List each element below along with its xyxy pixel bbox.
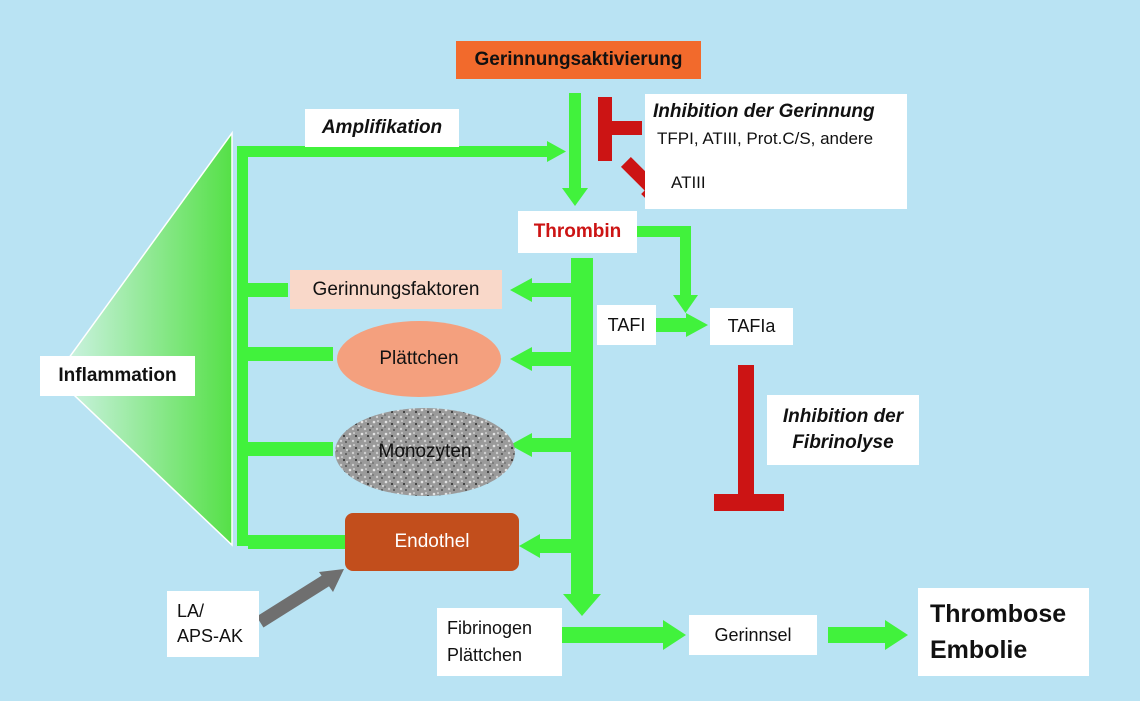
gerinnsel-to-thrombose-arrow (828, 620, 908, 650)
monozyten-node: Monozyten (335, 408, 515, 496)
gerinnsel-label: Gerinnsel (714, 624, 792, 645)
thrombose-label: Thrombose (930, 600, 1067, 628)
inhibition-fibrinolysis-tbar (714, 365, 784, 511)
fibrinogen-plaettchen-label: Plättchen (447, 645, 523, 665)
plaettchen-node: Plättchen (337, 321, 501, 397)
aps-ak-arrow (256, 569, 344, 628)
la-label: LA/ (177, 601, 205, 621)
thrombin-box: Thrombin (518, 211, 637, 253)
inflammation-triangle (54, 130, 233, 547)
inflammation-label: Inflammation (58, 365, 177, 386)
plaettchen-label: Plättchen (379, 348, 459, 369)
fibrinogen-label: Fibrinogen (447, 618, 533, 638)
activation-to-thrombin-arrow (562, 93, 588, 206)
endothel-label: Endothel (394, 531, 470, 552)
gerinnungsaktivierung-box: Gerinnungsaktivierung (456, 41, 701, 79)
inhibition-fibrinolysis-box: Inhibition der Fibrinolyse (767, 395, 919, 465)
inhibition-fibrinolysis-line2: Fibrinolyse (792, 432, 894, 453)
endothel-box: Endothel (345, 513, 519, 571)
amplifikation-label: Amplifikation (321, 117, 443, 138)
monozyten-ellipse (335, 408, 515, 496)
inhibition-coagulation-title: Inhibition der Gerinnung (653, 101, 875, 122)
gerinnungsfaktoren-box: Gerinnungsfaktoren (290, 270, 502, 309)
inflammation-box: Inflammation (40, 356, 195, 396)
la-aps-ak-box: LA/ APS-AK (167, 591, 259, 657)
inhibition-coagulation-agents: TFPI, ATIII, Prot.C/S, andere (657, 129, 874, 148)
gerinnungsfaktoren-label: Gerinnungsfaktoren (312, 278, 480, 300)
fibrinogen-to-gerinnsel-arrow (562, 620, 686, 650)
aps-ak-label: APS-AK (177, 626, 244, 646)
amplification-loop-arrows (237, 141, 566, 549)
monozyten-label: Monozyten (378, 441, 472, 462)
gerinnungsaktivierung-label: Gerinnungsaktivierung (474, 49, 683, 70)
gerinnsel-box: Gerinnsel (689, 615, 817, 655)
tafi-to-tafia-arrow (656, 313, 708, 337)
plaettchen-ellipse (337, 321, 501, 397)
thrombin-label: Thrombin (533, 221, 622, 242)
thrombin-to-tafia-arrow (633, 226, 698, 313)
thrombin-effector-arrows (510, 258, 601, 616)
atiii-label: ATIII (671, 173, 706, 192)
tafi-box: TAFI (597, 305, 656, 345)
inhibition-fibrinolysis-line1: Inhibition der (782, 406, 904, 427)
thrombose-embolie-box: Thrombose Embolie (918, 588, 1089, 676)
inhibition-coagulation-box: Inhibition der Gerinnung TFPI, ATIII, Pr… (645, 94, 907, 209)
tafia-label: TAFIa (727, 316, 776, 336)
amplifikation-box: Amplifikation (305, 109, 459, 147)
tafi-label: TAFI (607, 314, 646, 335)
tafia-box: TAFIa (710, 308, 793, 345)
inhibition-coagulation-tbar (598, 97, 642, 161)
embolie-label: Embolie (930, 636, 1028, 664)
fibrinogen-box: Fibrinogen Plättchen (437, 608, 562, 676)
